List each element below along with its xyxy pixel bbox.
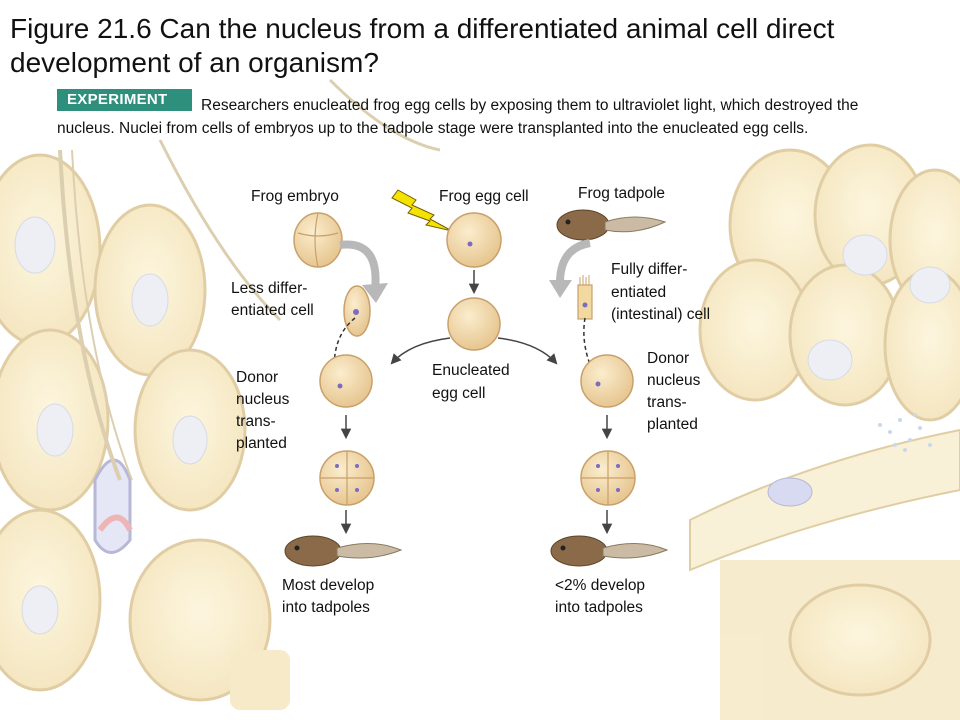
label-result-left-line2: into tadpoles (282, 597, 370, 619)
label-fully-differentiated-line1: Fully differ- (611, 259, 687, 281)
label-frog-embryo: Frog embryo (251, 186, 339, 208)
intestinal-cell (578, 275, 592, 319)
frog-egg-cell (447, 213, 501, 267)
label-less-differentiated-line2: entiated cell (231, 300, 314, 322)
label-donor-left-line4: planted (236, 433, 287, 455)
label-donor-right-line1: Donor (647, 348, 689, 370)
enucleated-egg-cell (448, 298, 500, 350)
label-enucleated-line2: egg cell (432, 383, 485, 405)
embryo-left (320, 451, 374, 505)
less-differentiated-cell (344, 286, 370, 336)
label-donor-left-line1: Donor (236, 367, 278, 389)
experiment-description: Researchers enucleated frog egg cells by… (57, 94, 917, 140)
frog-embryo (294, 213, 342, 267)
tadpole-result-right (551, 536, 667, 566)
label-fully-differentiated-line3: (intestinal) cell (611, 304, 710, 326)
label-result-right-line1: <2% develop (555, 575, 645, 597)
label-enucleated-line1: Enucleated (432, 360, 510, 382)
label-donor-right-line2: nucleus (647, 370, 700, 392)
label-donor-right-line4: planted (647, 414, 698, 436)
label-frog-egg-cell: Frog egg cell (439, 186, 529, 208)
label-result-left-line1: Most develop (282, 575, 374, 597)
label-frog-tadpole: Frog tadpole (578, 183, 665, 205)
recipient-egg-left (320, 355, 372, 407)
embryo-right (581, 451, 635, 505)
curved-arrow-left (340, 245, 376, 290)
figure-title: Figure 21.6 Can the nucleus from a diffe… (10, 12, 950, 80)
label-donor-right-line3: trans- (647, 392, 687, 414)
frog-tadpole-top (557, 210, 665, 240)
label-donor-left-line2: nucleus (236, 389, 289, 411)
label-fully-differentiated-line2: entiated (611, 282, 666, 304)
recipient-egg-right (581, 355, 633, 407)
label-donor-left-line3: trans- (236, 411, 276, 433)
curved-arrowhead-right (549, 280, 572, 298)
label-less-differentiated-line1: Less differ- (231, 278, 307, 300)
label-result-right-line2: into tadpoles (555, 597, 643, 619)
tadpole-result-left (285, 536, 401, 566)
